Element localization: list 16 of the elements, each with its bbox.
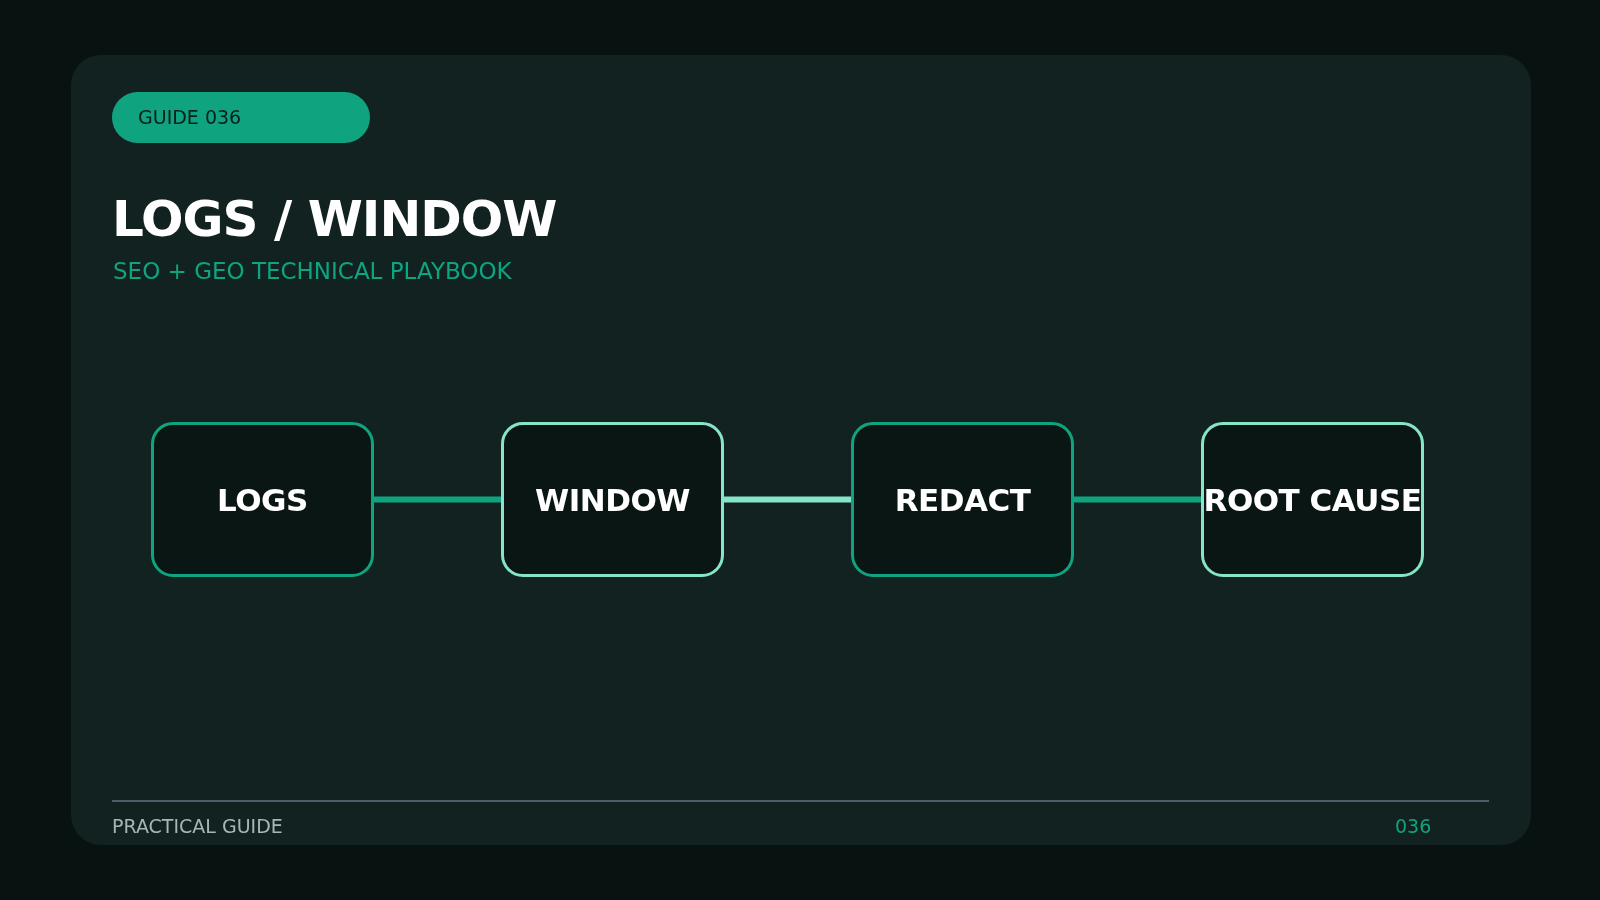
subtitle: SEO + GEO TECHNICAL PLAYBOOK bbox=[113, 258, 512, 284]
step-box bbox=[851, 422, 1074, 577]
connector-line bbox=[724, 496, 851, 503]
step-label: LOGS bbox=[217, 481, 308, 518]
connector-line bbox=[374, 496, 501, 503]
step-box bbox=[151, 422, 374, 577]
guide-badge: GUIDE 036 bbox=[112, 92, 370, 143]
step-label: REDACT bbox=[894, 481, 1031, 518]
step-label: WINDOW bbox=[535, 481, 690, 518]
connector-line bbox=[1074, 496, 1201, 503]
step-box bbox=[1201, 422, 1424, 577]
footer-text: PRACTICAL GUIDE bbox=[112, 815, 283, 837]
step-label: ROOT CAUSE bbox=[1203, 481, 1422, 518]
title: LOGS / WINDOW bbox=[112, 190, 557, 248]
step-box bbox=[501, 422, 724, 577]
page-number: 036 bbox=[1395, 815, 1432, 837]
